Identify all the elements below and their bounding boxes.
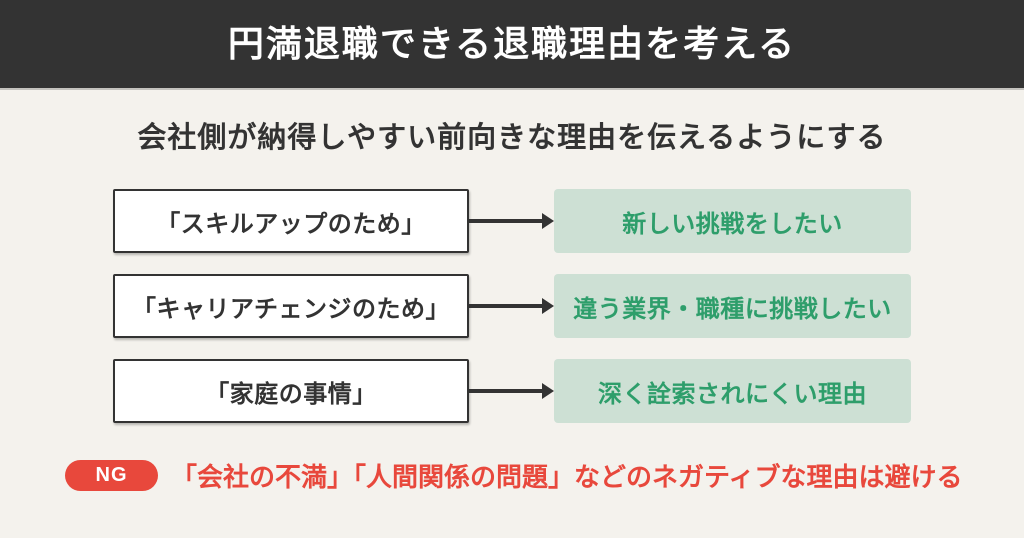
- meaning-box: 違う業界・職種に挑戦したい: [554, 274, 911, 338]
- reason-box: 「スキルアップのため」: [113, 189, 469, 253]
- arrow-right-icon: [469, 213, 554, 229]
- ng-text: 「会社の不満」「人間関係の問題」などのネガティブな理由は避ける: [171, 462, 963, 492]
- ng-badge: NG: [65, 460, 158, 491]
- mapping-rows: 「スキルアップのため」 新しい挑戦をしたい 「キャリアチェンジのため」 違う業界…: [113, 189, 911, 423]
- header-bar: 円満退職できる退職理由を考える: [0, 0, 1024, 88]
- mapping-row: 「キャリアチェンジのため」 違う業界・職種に挑戦したい: [113, 274, 911, 338]
- arrow-right-icon: [469, 298, 554, 314]
- meaning-box: 新しい挑戦をしたい: [554, 189, 911, 253]
- page-title: 円満退職できる退職理由を考える: [227, 23, 797, 64]
- meaning-label: 違う業界・職種に挑戦したい: [573, 295, 892, 323]
- reason-label: 「スキルアップのため」: [156, 210, 426, 238]
- arrow-right-icon: [469, 383, 554, 399]
- reason-label: 「家庭の事情」: [205, 380, 377, 408]
- mapping-row: 「スキルアップのため」 新しい挑戦をしたい: [113, 189, 911, 253]
- ng-note: NG 「会社の不満」「人間関係の問題」などのネガティブな理由は避ける: [65, 457, 1024, 494]
- reason-box: 「家庭の事情」: [113, 359, 469, 423]
- reason-box: 「キャリアチェンジのため」: [113, 274, 469, 338]
- meaning-box: 深く詮索されにくい理由: [554, 359, 911, 423]
- reason-label: 「キャリアチェンジのため」: [131, 295, 451, 323]
- subtitle: 会社側が納得しやすい前向きな理由を伝えるようにする: [137, 122, 887, 154]
- meaning-label: 新しい挑戦をしたい: [622, 210, 843, 238]
- meaning-label: 深く詮索されにくい理由: [597, 380, 868, 408]
- mapping-row: 「家庭の事情」 深く詮索されにくい理由: [113, 359, 911, 423]
